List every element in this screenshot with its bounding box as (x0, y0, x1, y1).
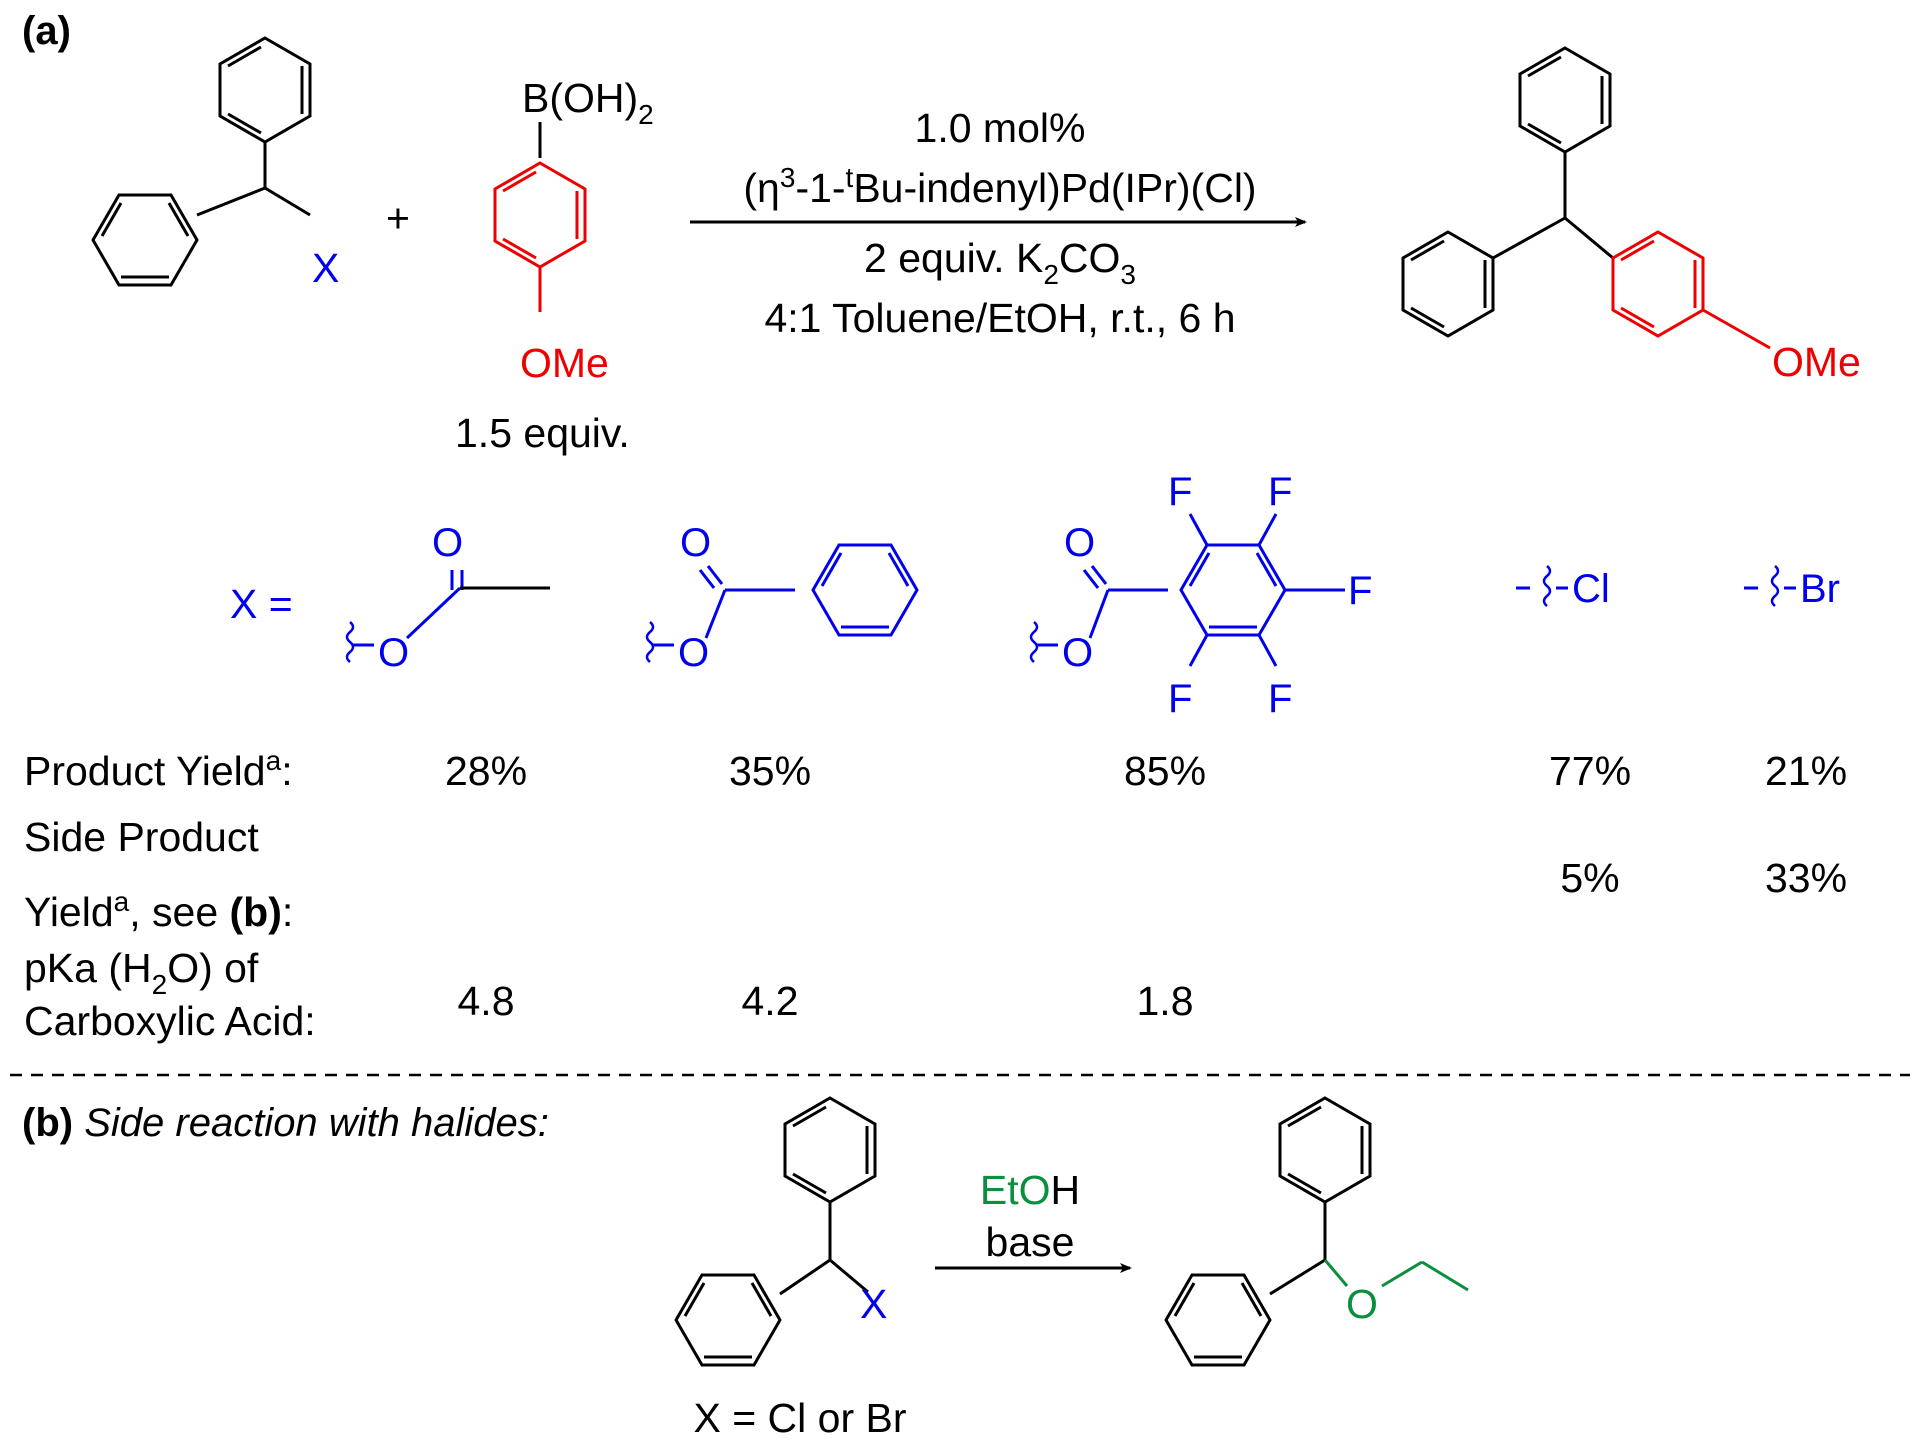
substrate-diphenylmethyl-x: X (91, 36, 339, 291)
fluorine-4: F (1348, 569, 1372, 613)
product-yield-pentafluorobenzoate: 85% (1124, 748, 1206, 794)
fluorine-2: F (1168, 470, 1192, 514)
product-yield-chloride: 77% (1549, 748, 1631, 794)
acetate-ether-oxygen: O (378, 631, 409, 675)
catalyst-loading: 1.0 mol% (915, 105, 1086, 151)
methoxy-group: OMe (520, 340, 609, 386)
leaving-group-acetate: O O (345, 521, 550, 675)
side-product-label-line1: Side Product (24, 814, 259, 860)
product-triarylmethane: OMe (1401, 46, 1861, 385)
leaving-group-x: X (312, 245, 339, 291)
ethanol-reagent: EtOH (980, 1167, 1080, 1213)
base-conditions: 2 equiv. K2CO3 (864, 235, 1136, 290)
reagent-equiv: 1.5 equiv. (455, 410, 630, 456)
product-yield-acetate: 28% (445, 748, 527, 794)
plus-sign: + (386, 195, 410, 241)
solvent-conditions: 4:1 Toluene/EtOH, r.t., 6 h (764, 295, 1235, 341)
pka-benzoic-acid: 4.2 (742, 978, 799, 1024)
bromide-label: Br (1800, 567, 1840, 611)
fluorine-3: F (1268, 470, 1292, 514)
boronic-acid-group: B(OH)2 (522, 75, 654, 130)
panel-a-label: (a) (22, 9, 71, 53)
side-reaction-leaving-group-x: X (860, 1281, 887, 1327)
pfb-carbonyl-oxygen: O (1064, 521, 1095, 565)
leaving-group-benzoate: O O (645, 521, 919, 675)
leaving-group-bromide: Br (1744, 565, 1840, 611)
pfb-ether-oxygen: O (1062, 631, 1093, 675)
benzoate-carbonyl-oxygen: O (680, 521, 711, 565)
pka-label-line2: Carboxylic Acid: (24, 998, 316, 1044)
product-yield-label: Product Yielda: (24, 745, 293, 794)
reaction-conditions: 1.0 mol% (η3-1-tBu-indenyl)Pd(IPr)(Cl) 2… (690, 105, 1307, 341)
results-table: Product Yielda: 28% 35% 85% 77% 21% Side… (24, 745, 1847, 1044)
side-product-label-line2: Yielda, see (b): (24, 886, 293, 935)
boronic-acid-reagent: B(OH)2 OMe 1.5 equiv. (455, 75, 654, 456)
ether-oxygen: O (1346, 1281, 1378, 1327)
side-reaction-conditions: EtOH base (935, 1167, 1132, 1273)
product-yield-benzoate: 35% (729, 748, 811, 794)
leaving-group-pentafluorobenzoate: O O F F F F F (1029, 470, 1372, 721)
catalyst-name: (η3-1-tBu-indenyl)Pd(IPr)(Cl) (743, 162, 1256, 211)
side-reaction-substrate: X X = Cl or Br (674, 1096, 907, 1441)
x-equals-label: X = (230, 581, 293, 627)
base-reagent: base (986, 1219, 1075, 1265)
side-reaction-x-definition: X = Cl or Br (693, 1395, 906, 1441)
side-reaction-product-ether: O (1164, 1096, 1469, 1367)
chloride-label: Cl (1572, 567, 1610, 611)
fluorine-5: F (1268, 677, 1292, 721)
pka-acetic-acid: 4.8 (458, 978, 515, 1024)
benzoate-ether-oxygen: O (678, 631, 709, 675)
product-methoxy-group: OMe (1772, 339, 1861, 385)
side-yield-bromide: 33% (1765, 855, 1847, 901)
pka-label-line1: pKa (H2O) of (24, 945, 259, 1000)
acetate-carbonyl-oxygen: O (432, 521, 463, 565)
panel-b-heading: (b) Side reaction with halides: (22, 1101, 549, 1145)
fluorine-6: F (1168, 677, 1192, 721)
product-yield-bromide: 21% (1765, 748, 1847, 794)
pka-pentafluorobenzoic-acid: 1.8 (1137, 978, 1194, 1024)
leaving-group-chloride: Cl (1516, 565, 1610, 611)
side-yield-chloride: 5% (1560, 855, 1619, 901)
